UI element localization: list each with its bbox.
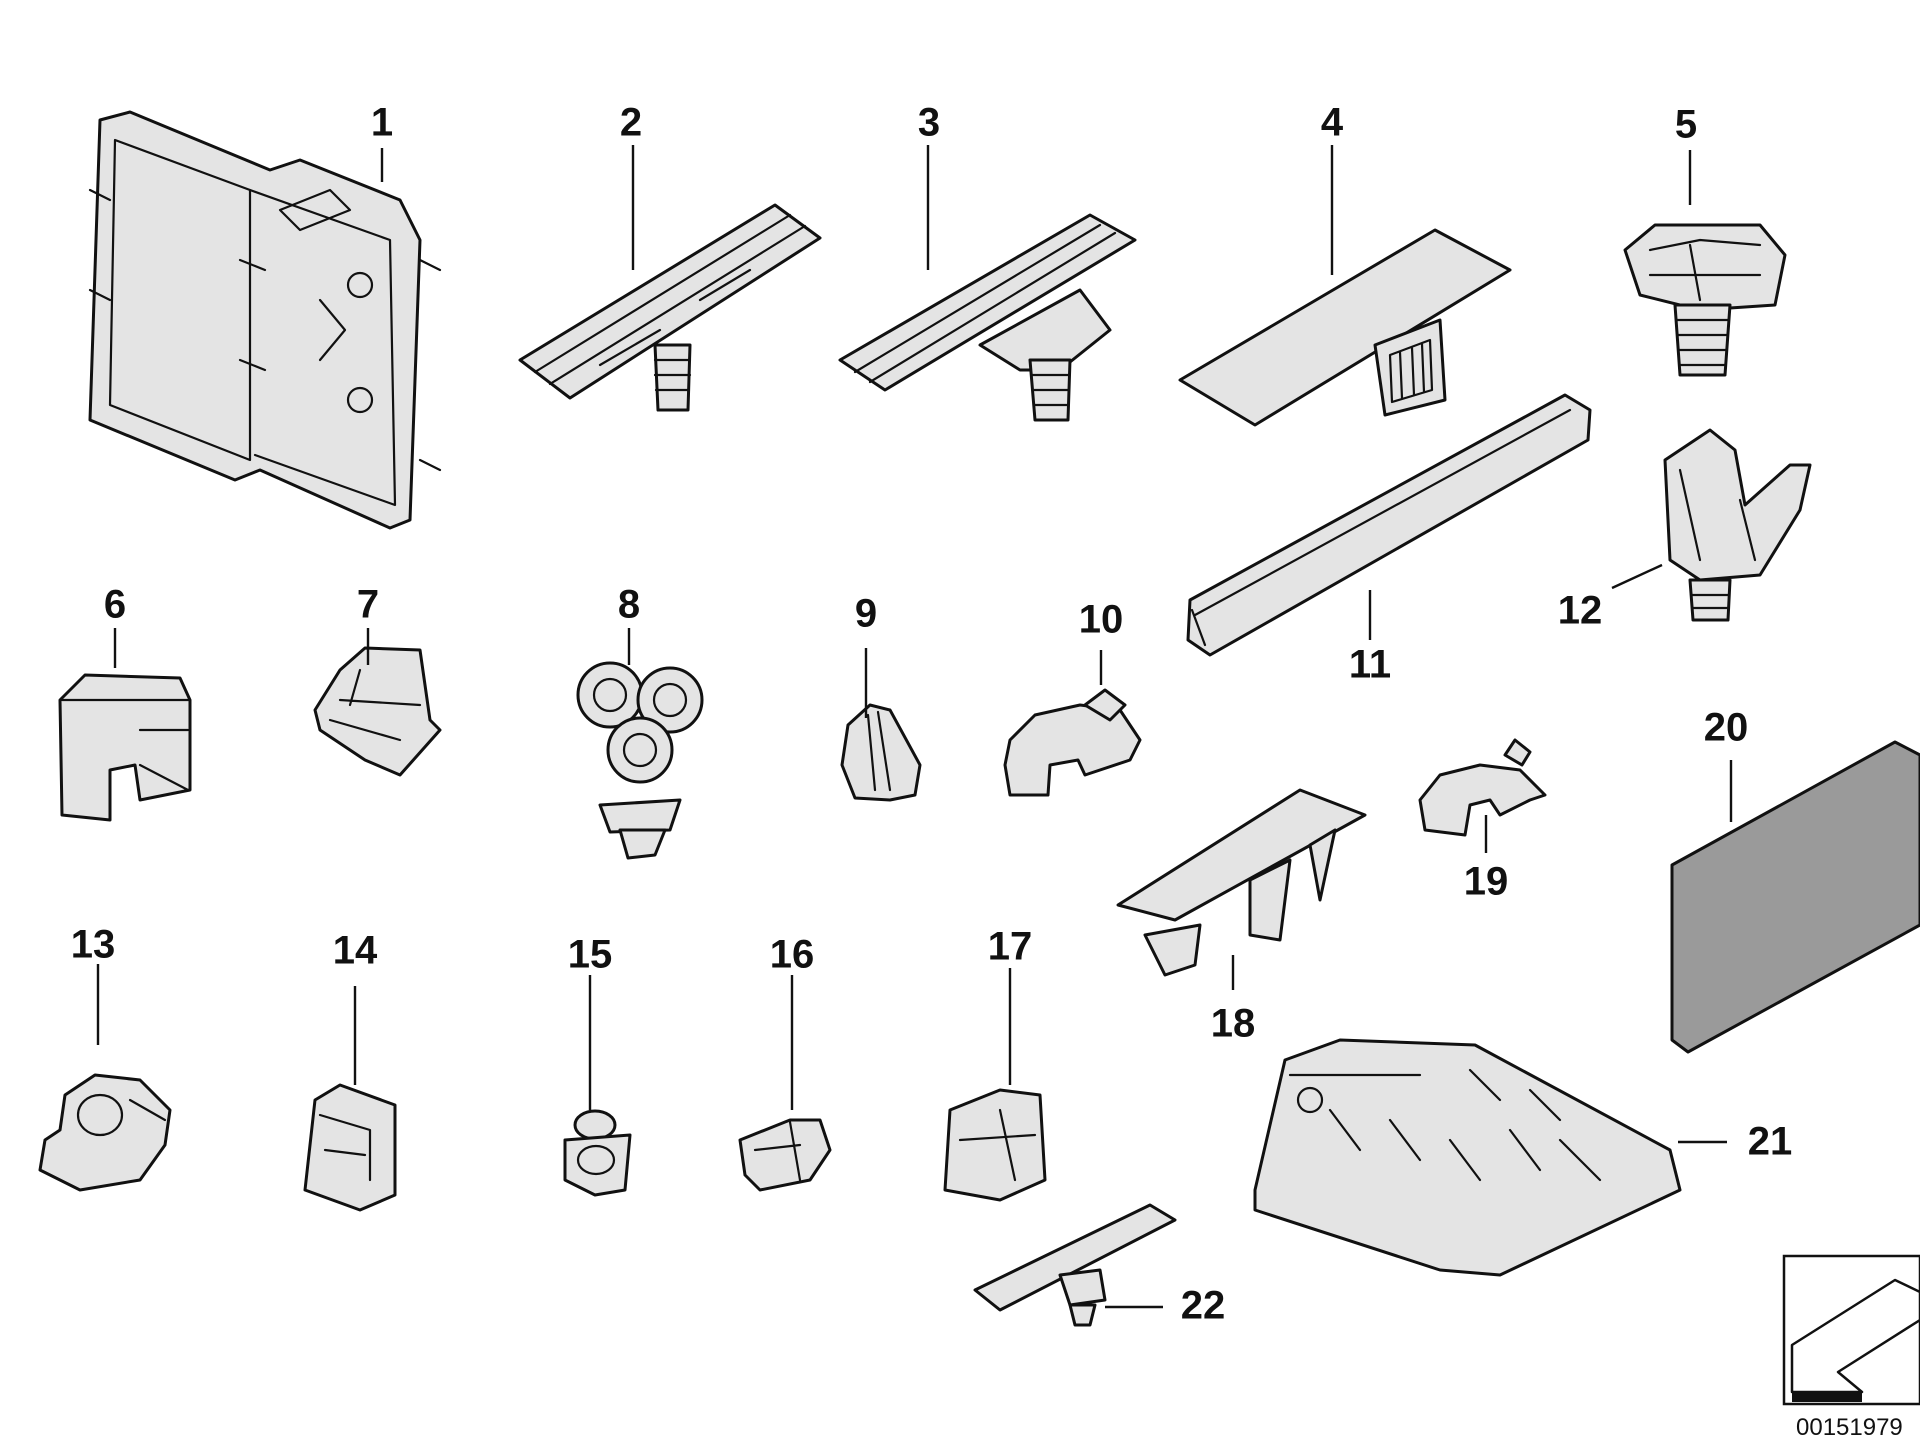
callout-5: 5 — [1674, 102, 1698, 147]
part-18-holder — [1116, 788, 1367, 977]
part-10-clamp — [1003, 688, 1142, 797]
part-13-clamp — [38, 1073, 172, 1192]
callout-12: 12 — [1557, 588, 1603, 633]
part-19-clamp — [1418, 738, 1547, 837]
part-20-pad — [1670, 740, 1920, 1054]
part-6-clip — [58, 673, 192, 822]
part-14-clip — [303, 1083, 397, 1212]
callout-16: 16 — [769, 932, 815, 977]
part-17-clip — [943, 1088, 1047, 1202]
part-15-clip — [563, 1109, 632, 1197]
callout-9: 9 — [854, 591, 878, 636]
part-4-clip — [1178, 228, 1512, 427]
callout-13: 13 — [70, 922, 116, 967]
callout-15: 15 — [567, 932, 613, 977]
part-16-clip — [738, 1118, 832, 1192]
part-9-grommet — [840, 703, 922, 802]
callout-22: 22 — [1180, 1283, 1226, 1328]
callout-8: 8 — [617, 582, 641, 627]
callout-4: 4 — [1320, 100, 1344, 145]
callout-17: 17 — [987, 924, 1033, 969]
part-8-clip — [576, 661, 704, 860]
part-5-clamp — [1623, 223, 1787, 377]
part-11-strip — [1186, 393, 1592, 657]
part-1-bracket — [88, 110, 442, 530]
callout-7: 7 — [356, 582, 380, 627]
callout-11: 11 — [1348, 642, 1392, 687]
callout-18: 18 — [1210, 1001, 1256, 1046]
part-22-clip — [973, 1203, 1177, 1327]
document-number: 00151979 — [1796, 1414, 1903, 1441]
part-12-holder — [1663, 428, 1812, 622]
part-2-clip — [518, 203, 822, 412]
callout-19: 19 — [1463, 859, 1509, 904]
leader-lines — [96, 145, 1733, 1309]
callout-2: 2 — [619, 100, 643, 145]
part-3-clip — [838, 213, 1137, 422]
callout-21: 21 — [1747, 1119, 1793, 1164]
part-7-clip — [313, 646, 442, 777]
document-icon — [1782, 1254, 1920, 1406]
callout-20: 20 — [1703, 705, 1749, 750]
part-21-carrier — [1253, 1038, 1682, 1277]
callout-1: 1 — [370, 100, 394, 145]
callout-3: 3 — [917, 100, 941, 145]
callout-6: 6 — [103, 582, 127, 627]
callout-10: 10 — [1078, 597, 1124, 642]
callout-14: 14 — [332, 928, 378, 973]
